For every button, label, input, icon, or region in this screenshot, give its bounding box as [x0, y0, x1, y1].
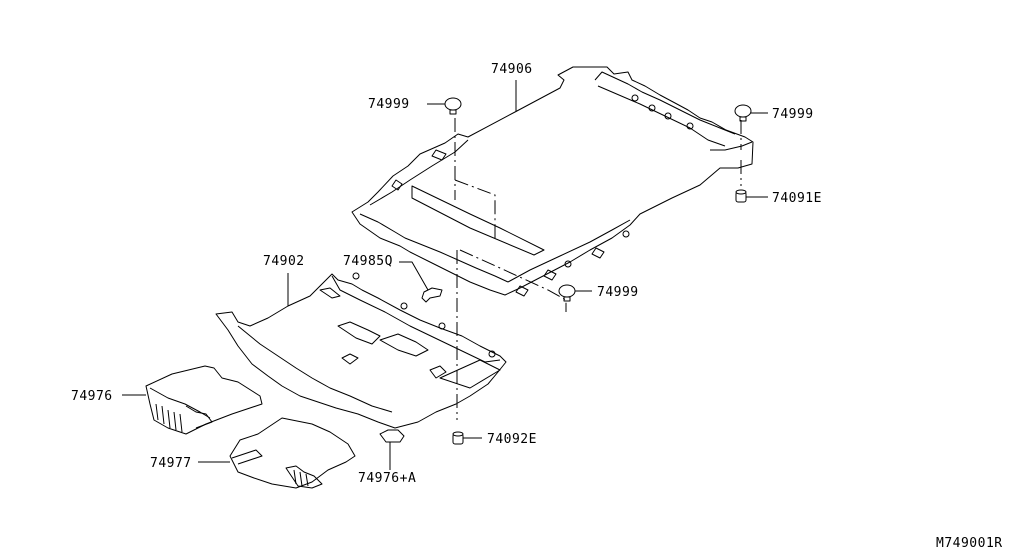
part-74902-floor-carpet[interactable]	[215, 272, 507, 429]
part-74976a-small-mat[interactable]	[379, 429, 405, 443]
part-74976-front-mat[interactable]	[145, 365, 263, 435]
label-74999-top-right: 74999	[772, 107, 814, 122]
clip-74999-top-left[interactable]	[444, 97, 462, 115]
label-74976: 74976	[71, 389, 113, 404]
assembly-lines	[454, 118, 742, 420]
reference-code: M749001R	[936, 536, 1003, 551]
label-74999-center: 74999	[597, 285, 639, 300]
label-74985q: 74985Q	[343, 254, 393, 269]
label-74977: 74977	[150, 456, 192, 471]
label-74906: 74906	[491, 62, 533, 77]
leader-lines	[122, 80, 768, 470]
clip-74999-center[interactable]	[558, 284, 576, 302]
part-74906-trim-panel[interactable]	[351, 66, 754, 297]
label-74092e: 74092E	[487, 432, 537, 447]
grommet-74091e[interactable]	[735, 189, 747, 203]
label-74976a: 74976+A	[358, 471, 416, 486]
part-74985q-bracket[interactable]	[421, 287, 443, 303]
label-74902: 74902	[263, 254, 305, 269]
clip-74999-top-right[interactable]	[734, 104, 752, 122]
grommet-74092e[interactable]	[452, 431, 464, 445]
label-74999-top-left: 74999	[368, 97, 410, 112]
label-74091e: 74091E	[772, 191, 822, 206]
part-74977-rear-mat[interactable]	[229, 417, 356, 489]
